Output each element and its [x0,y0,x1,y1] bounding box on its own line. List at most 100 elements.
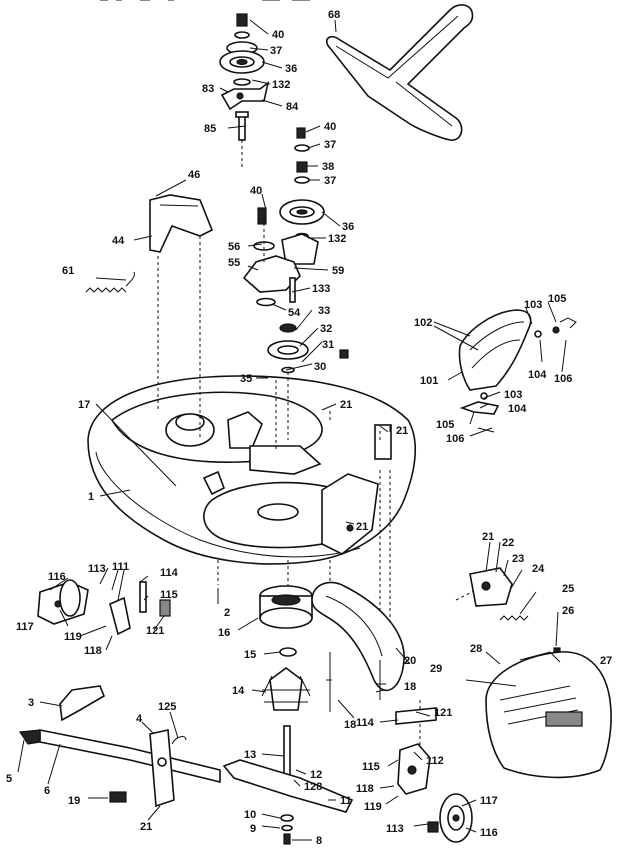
callout-113-right: 113 [386,823,404,835]
discharge-chute [485,651,612,779]
callout-27: 27 [600,655,612,667]
callout-106-top: 106 [554,373,572,385]
spindle-assembly [259,585,313,785]
callout-18-left: 18 [344,719,356,731]
callout-113-left: 113 [88,563,106,575]
callout-116-right: 116 [480,827,498,839]
callout-116-left: 116 [48,571,66,583]
callout-46: 46 [188,169,200,181]
callout-14: 14 [232,685,245,697]
gauge-wheel-assembly [395,707,473,843]
callout-15: 15 [244,649,256,661]
callout-114-left: 114 [160,567,179,579]
callout-101: 101 [420,375,438,387]
callout-21-bracket: 21 [482,531,494,543]
callout-37-top: 37 [270,45,282,57]
belt-guard [149,194,214,253]
left-gauge-wheel [59,579,81,617]
callout-59: 59 [332,265,344,277]
callout-104-top: 104 [528,369,547,381]
callout-4: 4 [136,713,143,725]
callout-9: 9 [250,823,256,835]
idler-pulley-assembly-top [219,13,270,141]
callout-21-lift: 21 [140,821,152,833]
height-adjust-bracket [469,567,561,657]
parts-drawing [18,0,612,845]
callout-103-top: 103 [524,299,542,311]
callout-44: 44 [112,235,125,247]
callout-117-left: 117 [16,621,34,633]
callout-105-bottom: 105 [436,419,454,431]
callout-26: 26 [562,605,574,617]
callout-55: 55 [228,257,240,269]
callout-84: 84 [286,101,299,113]
callout-37-mid-b: 37 [324,175,336,187]
callout-30: 30 [314,361,326,373]
leader-lines [17,19,567,841]
callout-121-right: 121 [434,707,452,719]
callout-40-mid: 40 [324,121,336,133]
callout-25: 25 [562,583,574,595]
callout-5: 5 [6,773,12,785]
callout-3: 3 [28,697,34,709]
hardware [326,349,386,712]
callout-6: 6 [44,785,50,797]
callout-12: 12 [310,769,322,781]
cutting-blade [222,759,354,845]
callout-115-right: 115 [362,761,380,773]
callout-21-deck-top: 21 [340,399,352,411]
callout-24: 24 [532,563,545,575]
deck-pulley [267,323,309,374]
callout-36-mid: 36 [342,221,354,233]
callout-28: 28 [470,643,482,655]
callout-36-top: 36 [285,63,297,75]
center-pulley-stack [279,127,325,265]
callout-1: 1 [88,491,94,503]
callout-33: 33 [318,305,330,317]
callout-68: 68 [328,9,340,21]
callout-18-right: 18 [404,681,416,693]
callout-104-bottom: 104 [508,403,527,415]
callout-20: 20 [404,655,416,667]
callout-117-right: 117 [480,795,498,807]
callout-114-right: 114 [356,717,375,729]
callout-133: 133 [312,283,330,295]
deck-belt [311,581,405,692]
lift-links [18,685,221,808]
callout-118-right: 118 [356,783,374,795]
callout-16: 16 [218,627,230,639]
callout-numbers: 40 37 36 132 83 84 85 68 40 37 38 37 36 … [6,9,612,847]
callout-32: 32 [320,323,332,335]
callout-35: 35 [240,373,252,385]
callout-115-left: 115 [160,589,178,601]
callout-21-deck-right: 21 [396,425,408,437]
callout-118-left: 118 [84,645,102,657]
callout-83: 83 [202,83,214,95]
callout-37-mid-a: 37 [324,139,336,151]
callout-22: 22 [502,537,514,549]
callout-111: 111 [112,561,129,573]
callout-38: 38 [322,161,334,173]
callout-11: 11 [340,795,352,807]
callout-13: 13 [244,749,256,761]
callout-128: 128 [304,781,322,793]
callout-132-top: 132 [272,79,290,91]
callout-40-left: 40 [250,185,262,197]
drive-belt [325,4,474,141]
callout-54: 54 [288,307,301,319]
idler-arm [242,207,301,307]
callout-112: 112 [426,755,444,767]
callout-19: 19 [68,795,80,807]
callout-10: 10 [244,809,256,821]
callout-29: 29 [430,663,442,675]
callout-121-left: 121 [146,625,164,637]
callout-61: 61 [62,265,74,277]
callout-56: 56 [228,241,240,253]
callout-132-mid: 132 [328,233,346,245]
callout-119-right: 119 [364,801,382,813]
callout-23: 23 [512,553,524,565]
callout-125: 125 [158,701,176,713]
spring [85,271,135,293]
callout-103-bottom: 103 [504,389,522,401]
